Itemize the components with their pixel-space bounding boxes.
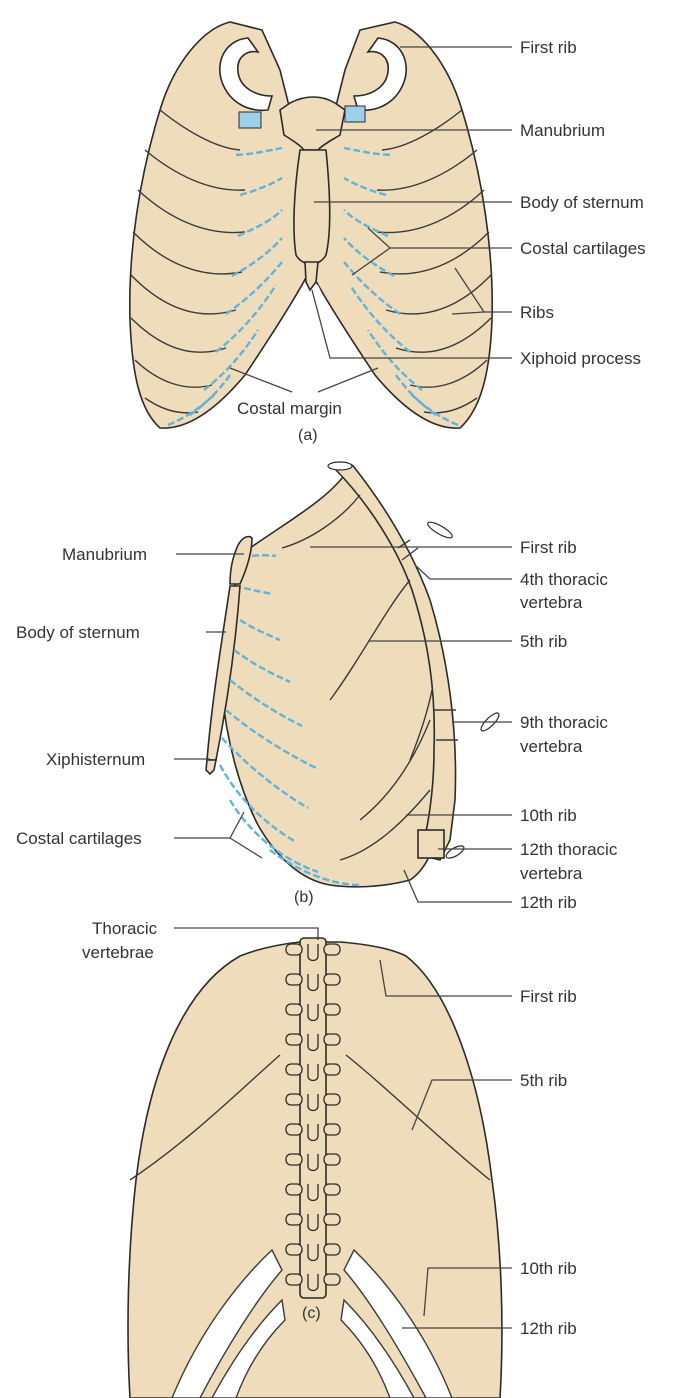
sternoclavicular-left	[239, 112, 261, 128]
label-rib10-c: 10th rib	[520, 1259, 577, 1278]
label-xiphoid-process-a: Xiphoid process	[520, 349, 641, 368]
label-rib10-b: 10th rib	[520, 806, 577, 825]
label-thoracic-line2-c: vertebrae	[82, 943, 154, 962]
label-xiphisternum-b: Xiphisternum	[46, 750, 145, 769]
label-t12-line2-b: vertebra	[520, 864, 583, 883]
label-thoracic-line1-c: Thoracic	[92, 919, 158, 938]
label-t12-line1-b: 12th thoracic	[520, 840, 618, 859]
t12-vertebra-b	[418, 830, 444, 858]
label-t4-line1-b: 4th thoracic	[520, 570, 608, 589]
label-ribs-a: Ribs	[520, 303, 554, 322]
label-t4-line2-b: vertebra	[520, 593, 583, 612]
label-costal-margin-a: Costal margin	[237, 399, 342, 418]
label-rib12-b: 12th rib	[520, 893, 577, 912]
label-t9-line2-b: vertebra	[520, 737, 583, 756]
label-body-of-sternum-b: Body of sternum	[16, 623, 140, 642]
caption-c: (c)	[302, 1305, 321, 1322]
panel-a: First rib Manubrium Body of sternum Cost…	[130, 22, 646, 444]
panel-c: Thoracic vertebrae First rib 5th rib 10t…	[82, 919, 577, 1398]
label-rib5-b: 5th rib	[520, 632, 567, 651]
caption-b: (b)	[294, 889, 314, 906]
label-body-of-sternum-a: Body of sternum	[520, 193, 644, 212]
thoracic-vertebrae-c	[300, 938, 326, 1298]
label-costal-cartilages-b: Costal cartilages	[16, 829, 142, 848]
label-first-rib-c: First rib	[520, 987, 577, 1006]
label-manubrium-b: Manubrium	[62, 545, 147, 564]
label-manubrium-a: Manubrium	[520, 121, 605, 140]
label-rib12-c: 12th rib	[520, 1319, 577, 1338]
label-rib5-c: 5th rib	[520, 1071, 567, 1090]
label-t9-line1-b: 9th thoracic	[520, 713, 608, 732]
label-first-rib-b: First rib	[520, 538, 577, 557]
caption-a: (a)	[298, 427, 318, 444]
body-of-sternum-a	[294, 150, 330, 264]
rib-cage-outline-b	[222, 470, 442, 887]
label-costal-cartilages-a: Costal cartilages	[520, 239, 646, 258]
label-first-rib-a: First rib	[520, 38, 577, 57]
sternoclavicular-right	[345, 106, 365, 122]
panel-b: Manubrium Body of sternum Xiphisternum C…	[16, 462, 618, 912]
xiphisternum-b	[206, 760, 216, 774]
